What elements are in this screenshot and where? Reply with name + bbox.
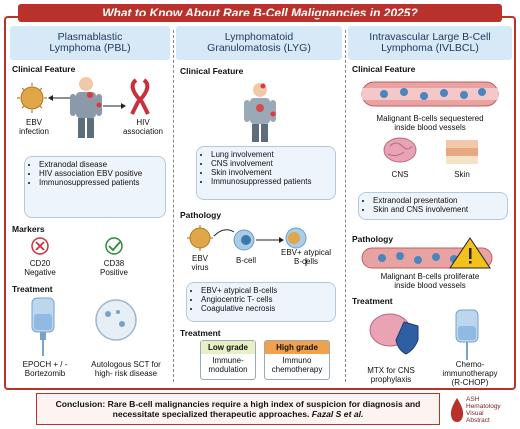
lyg-pathology-label: Pathology	[180, 210, 222, 220]
citation-text: Fazal S et al.	[311, 409, 364, 419]
hiv-ribbon-icon	[130, 78, 150, 115]
ebv-infection-label: EBV infection	[19, 118, 49, 136]
pbl-column: Plasmablastic Lymphoma (PBL) Clinical Fe…	[10, 26, 170, 382]
arrow-icon	[213, 229, 235, 237]
conclusion-text: Conclusion: Rare B-cell malignancies req…	[55, 399, 421, 419]
negative-x-icon	[31, 237, 49, 255]
arrow-head-icon	[279, 237, 284, 243]
autologous-sct-label: Autologous SCT for high- risk disease	[91, 360, 161, 378]
epoch-label: EPOCH + / - Bortezomib	[22, 360, 68, 378]
list-item: Extranodal presentation	[373, 196, 501, 205]
pbl-treatment-illustration	[31, 297, 137, 356]
ivlbcl-pathology-illustration	[361, 237, 493, 269]
lyg-heading-line1: Lymphomatoid	[224, 31, 294, 43]
ivlbcl-clinical-feature-label: Clinical Feature	[352, 64, 416, 74]
conclusion-box: Conclusion: Rare B-cell malignancies req…	[36, 393, 440, 425]
atypical-b-cell-icon	[285, 227, 307, 249]
skin-label: Skin	[454, 170, 470, 179]
b-cell-icon	[233, 229, 255, 251]
arrow-head-icon	[121, 103, 126, 109]
patient-figure-icon	[70, 77, 102, 138]
high-grade-box: High grade Immuno chemotherapy	[264, 340, 330, 380]
positive-check-icon	[105, 237, 123, 255]
ivlbcl-vessel-illustration	[361, 81, 499, 107]
drop-icon	[450, 398, 464, 422]
b-cell-label: B-cell	[235, 256, 256, 265]
list-item: Skin and CNS involvement	[373, 205, 501, 214]
ebv-virus-icon	[187, 225, 213, 251]
pbl-clinical-illustration	[17, 77, 150, 138]
warning-icon	[449, 237, 491, 269]
lyg-features-box: Lung involvement CNS involvement Skin in…	[196, 146, 336, 200]
pbl-features-box: Extranodal disease HIV association EBV p…	[24, 156, 166, 218]
pathology-caption: Malignant B-cells proliferate inside blo…	[380, 272, 480, 290]
list-item: Coagulative necrosis	[201, 304, 329, 313]
lyg-pathology-box: EBV+ atypical B-cells Angiocentric T- ce…	[186, 282, 336, 322]
low-grade-box: Low grade Immune- modulation	[200, 340, 256, 380]
markers-label: Markers	[12, 224, 45, 234]
skin-icon	[446, 140, 478, 164]
ivlbcl-treatment-label: Treatment	[352, 296, 393, 306]
list-item: Angiocentric T- cells	[201, 295, 329, 304]
list-item: EBV+ atypical B-cells	[201, 286, 329, 295]
pbl-heading-line1: Plasmablastic	[57, 31, 123, 43]
blood-vessel-icon	[361, 81, 499, 107]
lyg-column: Lymphomatoid Granulomatosis (LYG) Clinic…	[176, 26, 342, 382]
ivlbcl-heading-line1: Intravascular Large B-Cell	[369, 31, 491, 43]
ebv-virus-label: EBV virus	[191, 254, 209, 272]
ivlbcl-heading: Intravascular Large B-Cell Lymphoma (IVL…	[348, 26, 512, 60]
lyg-clinical-feature-label: Clinical Feature	[180, 66, 244, 76]
high-grade-treatment: Immuno chemotherapy	[265, 354, 329, 376]
lyg-treatment-label: Treatment	[180, 328, 221, 338]
markers-icons	[31, 237, 123, 255]
column-divider	[173, 30, 174, 382]
pbl-treatment-label: Treatment	[12, 284, 53, 294]
petri-dish-icon	[95, 299, 137, 341]
list-item: HIV association EBV positive	[39, 169, 159, 178]
list-item: Immunosuppressed patients	[211, 177, 329, 186]
vessel-caption: Malignant B-cells sequestered inside blo…	[376, 114, 484, 132]
brain-shield-icon	[369, 313, 419, 355]
patient-figure-icon	[244, 83, 276, 142]
ivlbcl-column: Intravascular Large B-Cell Lymphoma (IVL…	[348, 26, 512, 387]
ivlbcl-pathology-label: Pathology	[352, 234, 394, 244]
lyg-clinical-illustration	[244, 83, 276, 142]
logo-text: ASH Hematology Visual Abstract	[466, 396, 501, 424]
lyg-pathology-illustration	[187, 225, 307, 266]
low-grade-treatment: Immune- modulation	[201, 354, 255, 376]
column-divider	[345, 30, 346, 382]
lyg-heading: Lymphomatoid Granulomatosis (LYG)	[176, 26, 342, 60]
main-frame	[4, 16, 516, 390]
hiv-association-label: HIV association	[122, 118, 164, 136]
cd38-positive-label: CD38 Positive	[99, 259, 128, 277]
list-item: CNS involvement	[211, 159, 329, 168]
brain-icon	[383, 137, 417, 163]
pbl-heading: Plasmablastic Lymphoma (PBL)	[10, 26, 170, 60]
ivlbcl-treatment-illustration	[369, 309, 479, 360]
organ-illustration	[383, 137, 478, 164]
ebv-virus-icon	[17, 83, 47, 113]
arrow-head-icon	[48, 95, 53, 101]
atypical-b-cells-label: EBV+ atypical B-cells	[280, 248, 332, 266]
list-item: Immunosuppressed patients	[39, 178, 159, 187]
cd20-negative-label: CD20 Negative	[24, 259, 56, 277]
mtx-label: MTX for CNS prophylaxis	[367, 366, 415, 384]
list-item: Lung involvement	[211, 150, 329, 159]
ivlbcl-features-box: Extranodal presentation Skin and CNS inv…	[358, 192, 508, 220]
cns-label: CNS	[391, 170, 409, 179]
lyg-heading-line2: Granulomatosis (LYG)	[207, 42, 311, 54]
pbl-heading-line2: Lymphoma (PBL)	[49, 42, 131, 54]
ivlbcl-heading-line2: Lymphoma (IVLBCL)	[381, 42, 479, 54]
list-item: Extranodal disease	[39, 160, 159, 169]
pbl-clinical-feature-label: Clinical Feature	[12, 64, 76, 74]
high-grade-label: High grade	[265, 341, 329, 354]
ash-logo: ASH Hematology Visual Abstract	[450, 394, 516, 426]
low-grade-label: Low grade	[201, 341, 255, 354]
iv-bag-icon	[455, 309, 479, 360]
list-item: Skin involvement	[211, 168, 329, 177]
iv-bag-icon	[31, 297, 55, 356]
chemo-label: Chemo- immunotherapy (R-CHOP)	[442, 360, 498, 387]
